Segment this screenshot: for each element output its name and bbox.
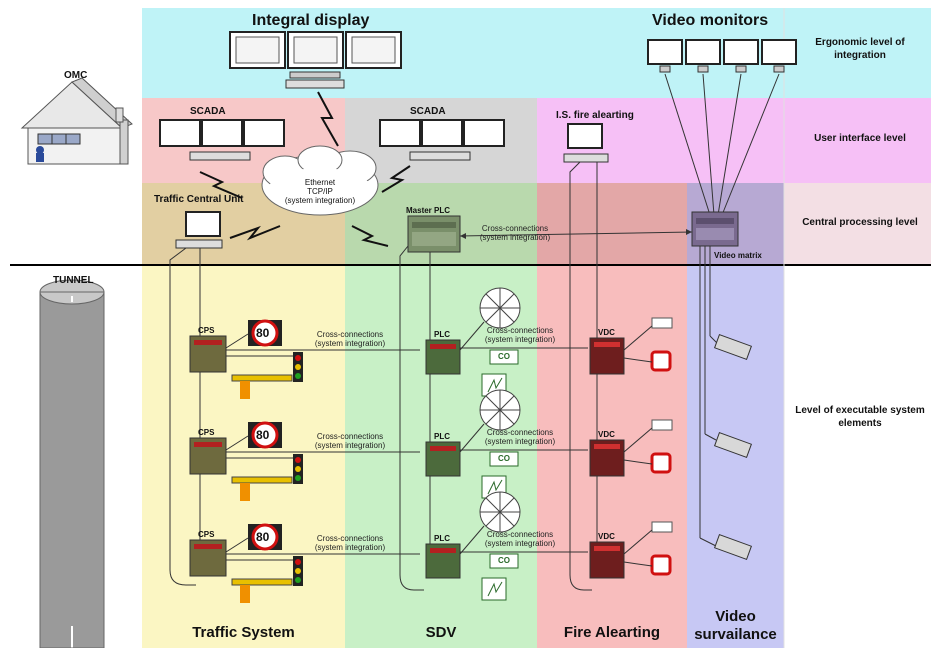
tunnel-icon bbox=[39, 279, 105, 648]
fire-button-icon bbox=[650, 350, 672, 372]
cloud-ethernet: Ethernet bbox=[304, 178, 336, 187]
tunnel-label: TUNNEL bbox=[53, 275, 94, 286]
video-monitors-label: Video monitors bbox=[652, 12, 769, 29]
cross-label-line1: Cross-connections bbox=[486, 428, 554, 437]
traffic-central-unit-icon bbox=[175, 211, 223, 249]
col-video bbox=[687, 265, 784, 648]
scada-mid-label: SCADA bbox=[410, 106, 446, 117]
level-central-processing: Central processing level bbox=[802, 217, 918, 228]
speed-sign-value: 80 bbox=[256, 326, 270, 340]
central-cross-line1: Cross-connections bbox=[481, 224, 549, 233]
column-traffic-label: Traffic System bbox=[192, 624, 295, 641]
barrier-icon bbox=[231, 578, 293, 586]
column-fire-label: Fire Alearting bbox=[563, 624, 661, 641]
barrier-icon bbox=[231, 476, 293, 484]
anemometer-icon bbox=[481, 577, 507, 601]
co-label: CO bbox=[498, 556, 510, 565]
omc-house-icon bbox=[20, 77, 133, 165]
fire-button-icon bbox=[650, 554, 672, 576]
integral-display-label: Integral display bbox=[252, 12, 370, 29]
fan-icon bbox=[479, 287, 521, 329]
master-plc-icon bbox=[407, 215, 461, 253]
cross-label-line1: Cross-connections bbox=[486, 326, 554, 335]
device-row bbox=[189, 389, 753, 501]
cross-label-line2: (system integration) bbox=[314, 441, 386, 450]
cloud-tcpip: TCP/IP bbox=[307, 187, 333, 196]
cross-label-line2: (system integration) bbox=[484, 539, 556, 548]
omc-label: OMC bbox=[64, 70, 88, 81]
traffic-central-unit-label: Traffic Central Unit bbox=[154, 194, 244, 205]
cross-label-line2: (system integration) bbox=[484, 437, 556, 446]
device-row bbox=[189, 491, 753, 603]
camera-icon bbox=[713, 533, 753, 561]
fire-detector-icon bbox=[651, 419, 673, 431]
cross-label-line2: (system integration) bbox=[314, 339, 386, 348]
central-cross-line2: (system integration) bbox=[479, 233, 551, 242]
co-label: CO bbox=[498, 454, 510, 463]
video-matrix-icon bbox=[691, 211, 739, 247]
column-video-line2: survailance bbox=[694, 626, 777, 643]
cps-label: CPS bbox=[198, 326, 215, 335]
band-central-red bbox=[537, 183, 687, 265]
fan-icon bbox=[479, 389, 521, 431]
column-sdv-label: SDV bbox=[425, 624, 457, 641]
fire-alerting-label: I.S. fire alearting bbox=[556, 110, 634, 121]
fan-icon bbox=[479, 491, 521, 533]
video-monitors-icon bbox=[647, 39, 797, 73]
cross-label-line2: (system integration) bbox=[314, 543, 386, 552]
band-central-right bbox=[784, 183, 931, 265]
cloud-system-integration: (system integration) bbox=[284, 196, 356, 205]
cross-label-line1: Cross-connections bbox=[316, 534, 384, 543]
cross-label-line1: Cross-connections bbox=[486, 530, 554, 539]
level-ergonomic: Ergonomic level of integration bbox=[815, 37, 905, 61]
cps-label: CPS bbox=[198, 428, 215, 437]
plc-label: PLC bbox=[434, 534, 450, 543]
camera-icon bbox=[713, 333, 753, 361]
device-row bbox=[189, 287, 753, 399]
scada-left-icon bbox=[159, 119, 285, 161]
plc-label: PLC bbox=[434, 432, 450, 441]
co-sensor-box bbox=[489, 553, 519, 569]
integral-display-monitors bbox=[229, 31, 402, 89]
level-executable: Level of executable system elements bbox=[795, 405, 925, 429]
level-user-interface: User interface level bbox=[814, 133, 906, 144]
vdc-label: VDC bbox=[598, 328, 615, 337]
vdc-label: VDC bbox=[598, 532, 615, 541]
video-matrix-label: Video matrix bbox=[714, 251, 762, 260]
plc-label: PLC bbox=[434, 330, 450, 339]
column-video-line1: Video bbox=[715, 608, 756, 625]
barrier-icon bbox=[231, 374, 293, 382]
camera-icon bbox=[713, 431, 753, 459]
speed-sign-value: 80 bbox=[256, 530, 270, 544]
fire-detector-icon bbox=[651, 317, 673, 329]
scada-mid-icon bbox=[379, 119, 505, 161]
co-sensor-box bbox=[489, 451, 519, 467]
co-sensor-box bbox=[489, 349, 519, 365]
cross-label-line1: Cross-connections bbox=[316, 432, 384, 441]
cps-label: CPS bbox=[198, 530, 215, 539]
cross-label-line2: (system integration) bbox=[484, 335, 556, 344]
fire-alerting-pc-icon bbox=[563, 123, 609, 163]
cross-label-line1: Cross-connections bbox=[316, 330, 384, 339]
ethernet-cloud-icon bbox=[261, 145, 379, 216]
scada-left-label: SCADA bbox=[190, 106, 226, 117]
co-label: CO bbox=[498, 352, 510, 361]
fire-button-icon bbox=[650, 452, 672, 474]
master-plc-label: Master PLC bbox=[406, 206, 451, 215]
vdc-label: VDC bbox=[598, 430, 615, 439]
speed-sign-value: 80 bbox=[256, 428, 270, 442]
fire-detector-icon bbox=[651, 521, 673, 533]
